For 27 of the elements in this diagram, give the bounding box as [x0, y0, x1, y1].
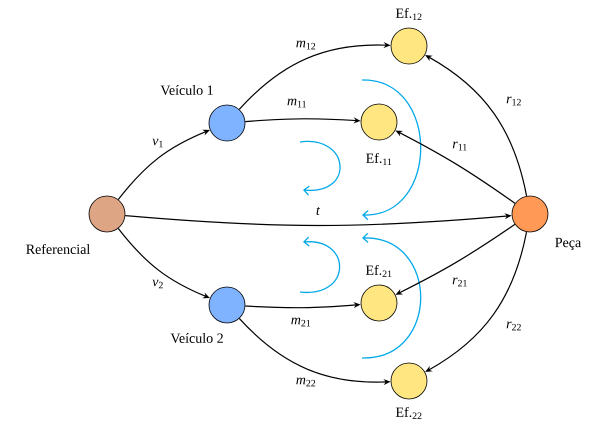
- circle-node: [512, 196, 548, 232]
- circle-node: [360, 104, 398, 140]
- node-label: Veículo 1: [160, 85, 213, 95]
- edge-label: r$_{22}$: [506, 322, 521, 330]
- circle-node: [208, 104, 246, 142]
- edge-label: r$_{12}$: [506, 96, 521, 106]
- circle-node: [88, 196, 126, 232]
- edge-label: v$_{2}$: [152, 280, 163, 288]
- edge-label: m$_{12}$: [296, 40, 316, 50]
- node-label: Veículo 2: [170, 333, 223, 343]
- circle-node: [390, 362, 428, 400]
- node-label: Ef.$_{11}$: [366, 152, 392, 165]
- node-label: Peça: [555, 238, 582, 250]
- edge-label: v$_{1}$: [152, 138, 163, 148]
- circle-node: [390, 28, 428, 64]
- node-label: Ef.$_{12}$: [396, 8, 422, 20]
- edge-label: m$_{11}$: [287, 98, 306, 108]
- circle-node: [208, 286, 246, 324]
- edge-label: r$_{21}$: [452, 278, 467, 286]
- node-label: Referencial: [26, 244, 90, 254]
- edge-label: t: [316, 206, 320, 215]
- edge-label: r$_{11}$: [452, 142, 467, 150]
- edge-label: m$_{21}$: [291, 318, 310, 326]
- circle-node: [360, 284, 398, 322]
- node-label: Ef.$_{22}$: [396, 406, 422, 419]
- node-label: Ef.$_{21}$: [366, 264, 392, 277]
- edge-label: m$_{22}$: [296, 378, 316, 386]
